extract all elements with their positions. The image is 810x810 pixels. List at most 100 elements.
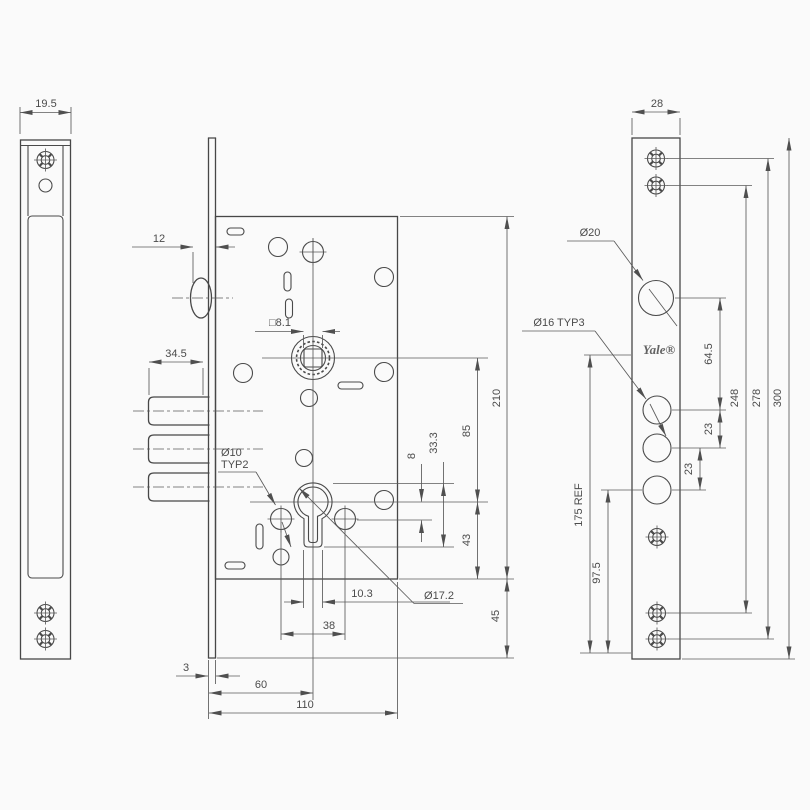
- dim-screw-spacing: 38: [280, 530, 346, 640]
- faceplate-outline: [631, 137, 681, 660]
- latch-bolt: [189, 277, 213, 319]
- dim-plate-thickness: 3: [176, 660, 240, 684]
- dim-tail-width: 10.3: [284, 550, 450, 608]
- screw-icon: [644, 626, 670, 652]
- slot: [337, 381, 364, 390]
- dim-bolt-projection: 34.5: [148, 348, 204, 395]
- dim-case-depth: 110: [209, 582, 398, 719]
- dim-label-dia20: Ø20: [580, 227, 601, 239]
- hole-circle: [232, 362, 254, 384]
- bolt-hole-circle: [642, 433, 672, 463]
- dim-spindle-to-cylinder: 85: [461, 358, 480, 502]
- dim-label-dia16-typ3: Ø16 TYP3: [533, 317, 584, 329]
- bolt-hole-circle: [642, 475, 672, 505]
- dim-label-97-5: 97.5: [591, 562, 603, 583]
- faceplate-view: 28 Yale® Ø20 Ø16 TYP3: [522, 98, 795, 660]
- hole-circle: [267, 236, 289, 258]
- dim-label-8: 8: [406, 453, 418, 459]
- dim-label-85: 85: [461, 425, 473, 437]
- leader-line: [648, 288, 678, 327]
- dim-label-64-5: 64.5: [703, 343, 715, 364]
- callout-latch-hole: Ø20: [567, 227, 678, 327]
- hole-circle: [373, 489, 395, 511]
- slot: [224, 561, 246, 570]
- dim-screw-span-inner: 248: [729, 185, 749, 613]
- dim-label-10-3: 10.3: [351, 588, 372, 600]
- dim-label-300: 300: [772, 389, 784, 407]
- cylinder-outer-profile: [293, 482, 333, 548]
- callout-cylinder-diameter: Ø17.2: [298, 487, 463, 604]
- latch-hole-circle: [637, 279, 675, 317]
- screw-icon: [643, 172, 669, 199]
- screw-icon: [644, 600, 670, 626]
- screw-icon: [32, 600, 59, 626]
- dim-cylinder-to-bottom: 43: [461, 502, 480, 579]
- dim-label-3: 3: [183, 662, 189, 674]
- dim-label-248: 248: [729, 389, 741, 407]
- dim-backset: 60: [208, 660, 313, 719]
- leader-line: [594, 330, 647, 400]
- dim-label-45: 45: [490, 610, 502, 622]
- cross-hole-icon: [330, 504, 360, 534]
- dim-label-278: 278: [751, 389, 763, 407]
- callout-fixing-screws: Ø10 TYP2: [218, 447, 292, 548]
- leader-line: [281, 521, 292, 548]
- dim-bottom-extension: 45: [217, 579, 514, 659]
- dim-profile-height: 33.3: [324, 432, 454, 548]
- callout-label-dia10: Ø10: [221, 447, 242, 459]
- dim-label-33-3: 33.3: [428, 432, 440, 453]
- cross-hole-icon: [266, 504, 296, 534]
- screw-icon: [644, 524, 670, 550]
- dim-label-34-5: 34.5: [165, 348, 186, 360]
- dim-bolt-to-bottom: 97.5: [591, 490, 611, 653]
- yale-logo: Yale®: [643, 342, 676, 357]
- screw-icon: [32, 147, 59, 173]
- dim-label-175-ref: 175 REF: [573, 483, 585, 527]
- hole-circle: [299, 388, 319, 408]
- slot: [284, 298, 294, 319]
- dim-spindle-square: □8.1: [255, 317, 340, 348]
- leader-line: [649, 403, 667, 437]
- dim-bolt-pitch-lower: 23: [683, 448, 703, 490]
- dim-label-43: 43: [461, 534, 473, 546]
- cylinder-inner-profile: [297, 486, 329, 544]
- dim-label-110: 110: [296, 699, 314, 711]
- leader-line: [613, 240, 644, 281]
- side-case-recess: [27, 215, 64, 579]
- dim-faceplate-width: 28: [631, 98, 681, 135]
- screw-icon: [643, 145, 669, 172]
- slot: [226, 227, 245, 236]
- dim-label-12: 12: [153, 233, 165, 245]
- dim-label-19-5: 19.5: [35, 98, 56, 110]
- dim-label-210: 210: [491, 389, 503, 407]
- hole-circle: [373, 361, 395, 383]
- dim-latch-projection: 12: [132, 233, 235, 283]
- dim-label-8-1: □8.1: [269, 317, 291, 329]
- dim-screw-offset: 8: [357, 453, 432, 542]
- lock-case-outline: [214, 215, 399, 580]
- dim-label-23: 23: [683, 463, 695, 475]
- bolt-hole-circle: [642, 395, 672, 425]
- side-plate-outline: [19, 139, 72, 660]
- dim-screw-span-outer: 278: [751, 158, 771, 639]
- dim-label-60: 60: [255, 679, 267, 691]
- side-view: 19.5: [19, 98, 72, 660]
- callout-label-typ2: TYP2: [221, 459, 249, 471]
- hole-circle: [294, 448, 314, 468]
- dim-total-length: 300: [772, 138, 792, 659]
- euro-cylinder-hole: [293, 482, 333, 548]
- leader-line: [255, 471, 276, 506]
- hole-circle: [373, 266, 395, 288]
- screw-icon: [32, 626, 59, 652]
- callout-bolt-holes: Ø16 TYP3: [522, 317, 667, 437]
- dim-label-38: 38: [323, 620, 335, 632]
- case-view: 12 34.5 □8.1 Ø10 TYP2 Ø17.2: [132, 137, 514, 719]
- dim-latch-to-bolt: 64.5: [703, 298, 723, 410]
- dim-case-height: 210: [399, 216, 514, 580]
- dim-label-23: 23: [703, 423, 715, 435]
- slot: [283, 271, 292, 292]
- hole-circle: [38, 178, 53, 193]
- dim-bolt-pitch-upper: 23: [703, 410, 723, 448]
